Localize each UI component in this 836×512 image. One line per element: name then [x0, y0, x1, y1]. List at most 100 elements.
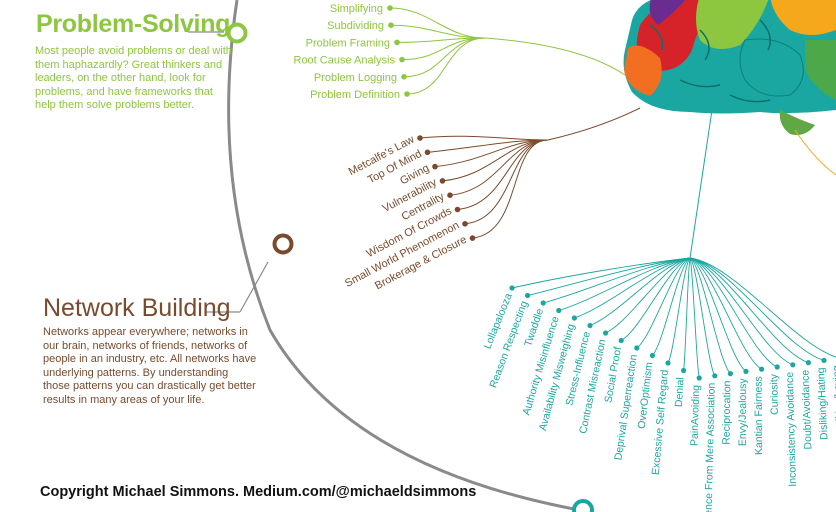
nb-branch-line [457, 139, 549, 210]
bias-item-dot [821, 357, 827, 363]
ps-item-dot [399, 56, 405, 63]
ps-branch-line [401, 37, 486, 61]
nb-item-dot [424, 149, 431, 156]
bias-item-dot [665, 360, 671, 366]
bias-branch-line [683, 257, 691, 371]
bias-branch-line [667, 257, 691, 364]
ps-branch-line [390, 24, 486, 39]
bias-branch-line [689, 257, 700, 379]
bias-branch-line [543, 257, 691, 304]
bias-item-dot [556, 307, 562, 314]
network-building-title: Network Building [43, 294, 231, 322]
bias-item-label[interactable]: Liking/Loving [831, 365, 836, 427]
bias-item-label[interactable]: Kantian Fairness [753, 376, 766, 455]
nb-branch-line [427, 139, 549, 153]
ps-item-dot [388, 22, 394, 29]
bias-branch-line [589, 257, 691, 326]
bias-branch-line [689, 257, 778, 368]
ps-item-label[interactable]: Simplifying [330, 3, 383, 15]
bias-branch-line [527, 257, 691, 296]
ps-item-label[interactable]: Problem Logging [314, 72, 397, 84]
bias-item-label[interactable]: Influence From Mere Association [702, 382, 718, 512]
copyright-text: Copyright Michael Simmons. Medium.com/@m… [40, 484, 477, 500]
orange-stem [794, 129, 836, 176]
ps-item-label[interactable]: Root Cause Analysis [294, 55, 396, 67]
bias-stem [689, 109, 713, 259]
bias-item-label[interactable]: Curiosity [768, 373, 781, 415]
ps-branch-line [389, 7, 486, 39]
bias-item-dot [603, 330, 609, 336]
bias-branch-line [689, 257, 825, 361]
nb-connector-diag [239, 261, 269, 313]
ps-stem [484, 37, 626, 76]
bias-item-dot [759, 366, 765, 372]
bias-item-label[interactable]: Disliking/Hating [815, 367, 831, 440]
bias-item-label[interactable]: Envy/Jealousy [737, 378, 749, 446]
ps-item-label[interactable]: Problem Framing [306, 37, 390, 49]
nb-item-dot [462, 221, 468, 227]
bias-branch-line [636, 257, 691, 349]
bottom-node[interactable] [572, 499, 594, 512]
ps-item-dot [394, 39, 400, 46]
bias-item-dot [649, 352, 656, 359]
bias-item-dot [712, 373, 718, 379]
ps-item-label[interactable]: Subdividing [327, 20, 384, 32]
bias-item-label[interactable]: Excessive Self Regard [650, 369, 671, 475]
nb-item-dot [447, 192, 453, 198]
bias-branch-line [689, 257, 716, 377]
bias-item-dot [743, 368, 749, 374]
bias-item-label[interactable]: PainAvoiding [688, 385, 702, 447]
bias-item-dot [509, 285, 515, 291]
ps-item-dot [404, 91, 410, 97]
ps-item-dot [401, 74, 407, 80]
nb-branch-line [472, 139, 549, 239]
bias-item-dot [618, 337, 624, 344]
bias-item-dot [774, 364, 780, 370]
brain-illustration [623, 0, 836, 135]
nb-item-dot [417, 135, 423, 141]
bias-branch-line [605, 257, 691, 334]
bias-item-label[interactable]: Denial [673, 377, 687, 407]
nb-item-dot [432, 163, 438, 170]
bias-item-dot [571, 315, 578, 321]
bias-item-dot [696, 375, 702, 381]
network-building-node[interactable] [272, 233, 294, 255]
bias-branch-line [689, 257, 731, 374]
nb-stem [547, 107, 641, 141]
nb-item-dot [439, 178, 446, 184]
ps-item-dot [387, 5, 393, 11]
bias-branch-line [689, 257, 809, 364]
bias-branch-line [689, 257, 747, 372]
main-arc [227, 0, 591, 512]
bias-item-label[interactable]: Doubt/Avoidance [799, 369, 814, 449]
ps-item-label[interactable]: Problem Definition [310, 89, 400, 101]
bias-item-dot [790, 362, 796, 368]
bias-item-label[interactable]: Reciprocation [721, 380, 734, 445]
bias-branch-line [689, 257, 793, 366]
bias-item-dot [805, 360, 812, 366]
nb-branch-line [419, 135, 549, 141]
ps-branch-line [396, 37, 486, 43]
bias-branch-line [689, 257, 836, 358]
problem-solving-node[interactable] [226, 22, 248, 44]
nb-item-dot [454, 206, 461, 213]
bias-item-label[interactable]: OverOptimism [636, 361, 656, 429]
network-building-description: Networks appear everywhere; networks in … [43, 326, 257, 406]
bias-item-dot [587, 322, 593, 329]
problem-solving-title: Problem-Solving [36, 10, 231, 38]
bias-branch-line [620, 257, 691, 341]
bias-item-dot [634, 345, 640, 351]
bias-item-dot [525, 292, 531, 299]
bias-item-dot [681, 367, 687, 374]
ps-branch-line [406, 37, 486, 95]
problem-solving-description: Most people avoid problems or deal with … [35, 45, 232, 112]
bias-branch-line [652, 257, 691, 356]
bias-branch-line [511, 257, 691, 289]
bias-item-label[interactable]: Inconsistency Avoidance [784, 372, 799, 487]
bias-item-dot [540, 300, 546, 306]
